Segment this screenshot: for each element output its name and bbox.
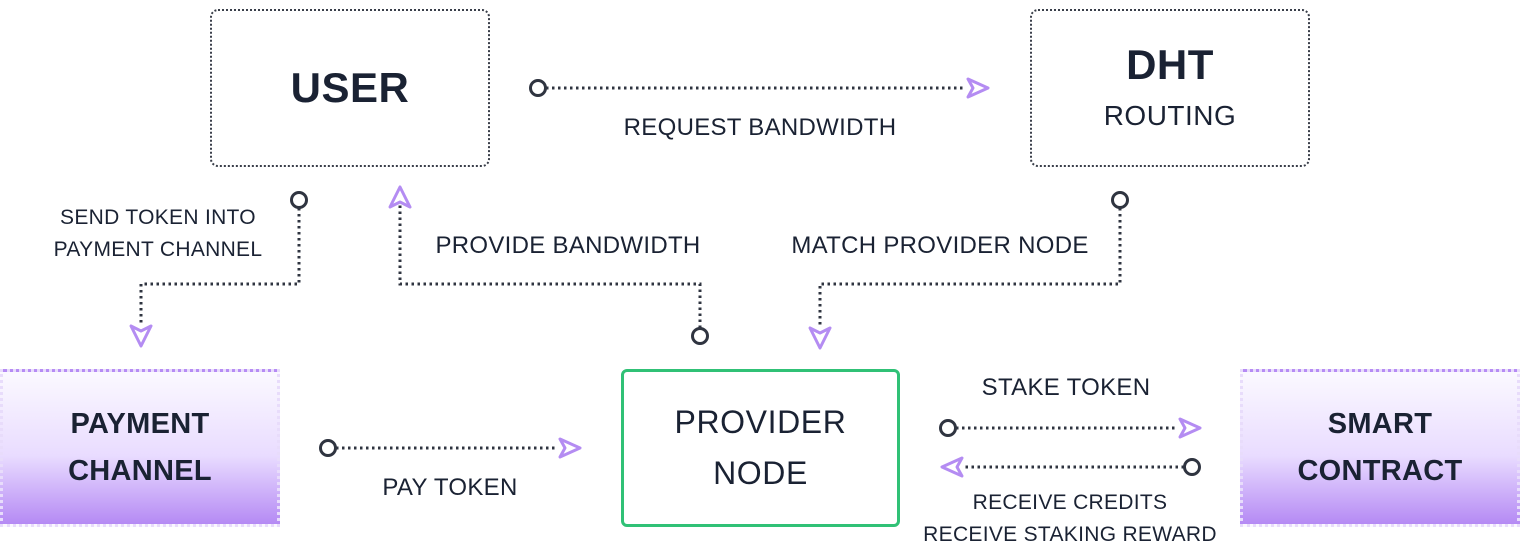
payment-channel-node: PAYMENT CHANNEL (0, 369, 280, 527)
stake-token-label: STAKE TOKEN (981, 374, 1151, 401)
edge-start-dot (939, 419, 957, 437)
edge-start-dot (290, 191, 308, 209)
provider-node-line1: PROVIDER (674, 404, 847, 440)
provider-node: PROVIDER NODE (621, 369, 900, 527)
edge-start-dot (1183, 458, 1201, 476)
receive-label: RECEIVE CREDITS RECEIVE STAKING REWARD (920, 487, 1220, 551)
payment-channel-line1: PAYMENT (70, 408, 210, 440)
smart-contract-node: SMART CONTRACT (1240, 369, 1520, 527)
request-bandwidth-label: REQUEST BANDWIDTH (623, 114, 897, 141)
smart-contract-line1: SMART (1327, 408, 1433, 440)
dht-node-subtitle: ROUTING (1103, 100, 1237, 131)
send-token-label-line2: PAYMENT CHANNEL (53, 238, 263, 261)
user-node: USER (210, 9, 490, 167)
arrowhead-down (808, 326, 832, 350)
edge-start-dot (1111, 191, 1129, 209)
arrowhead-left (940, 456, 964, 478)
receive-credits-label: RECEIVE CREDITS (972, 491, 1168, 514)
send-token-label-line1: SEND TOKEN INTO (60, 206, 256, 229)
edge-start-dot (691, 327, 709, 345)
send-token-label: SEND TOKEN INTO PAYMENT CHANNEL (8, 202, 308, 266)
pay-token-label: PAY TOKEN (382, 474, 518, 501)
edge-start-dot (529, 79, 547, 97)
edge-provide-bandwidth (398, 204, 702, 328)
edge-send-token (139, 208, 301, 324)
smart-contract-line2: CONTRACT (1297, 455, 1463, 487)
user-node-title: USER (290, 64, 410, 111)
edge-match-provider (818, 208, 1122, 328)
arrowhead-down (129, 324, 153, 348)
dht-node-title: DHT (1126, 41, 1214, 88)
arrowhead-up (388, 185, 412, 209)
arrowhead-right (558, 437, 582, 459)
provider-node-line2: NODE (713, 455, 808, 491)
dht-node: DHT ROUTING (1030, 9, 1310, 167)
edge-start-dot (319, 439, 337, 457)
arrowhead-right (966, 77, 990, 99)
provide-bandwidth-label: PROVIDE BANDWIDTH (435, 232, 701, 259)
payment-channel-line2: CHANNEL (68, 455, 212, 487)
receive-staking-reward-label: RECEIVE STAKING REWARD (923, 523, 1217, 546)
arrowhead-right (1178, 417, 1202, 439)
match-provider-node-label: MATCH PROVIDER NODE (791, 232, 1089, 259)
